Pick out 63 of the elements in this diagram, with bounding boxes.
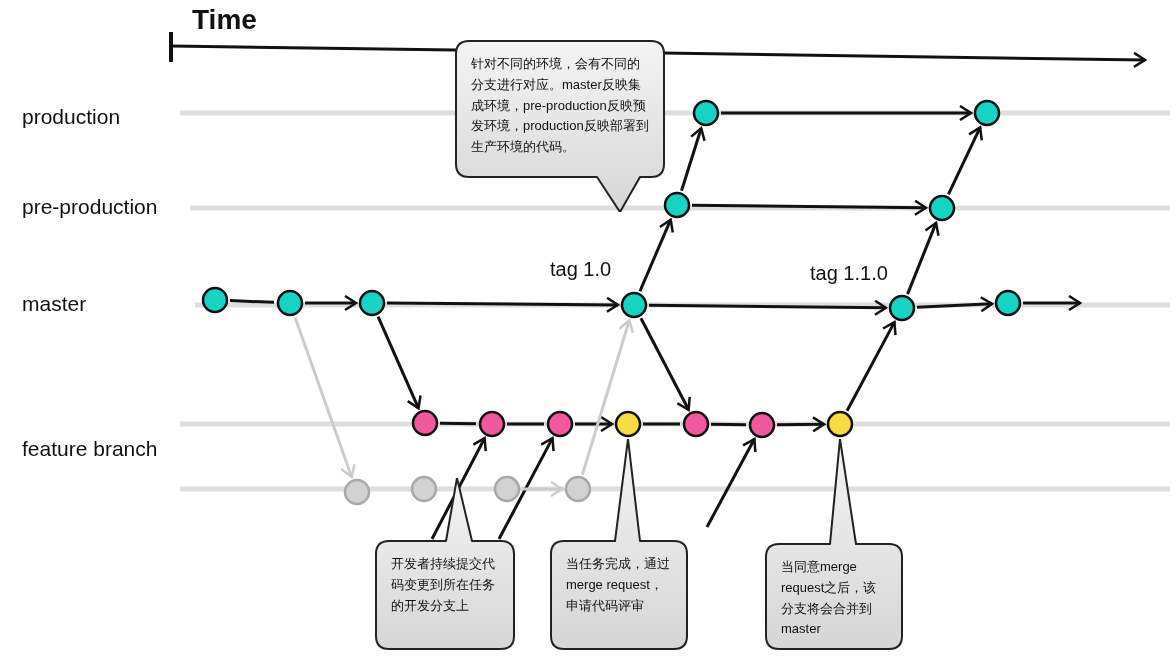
arrow: [776, 416, 826, 433]
commit-circle: [928, 194, 956, 222]
callout-text: 当任务完成，通过merge request，申请代码评审: [566, 555, 671, 615]
arrow: [575, 415, 614, 433]
commit-circle: [748, 411, 776, 439]
commit-circle: [682, 410, 710, 438]
commit-circle: [620, 291, 648, 319]
arrow: [376, 316, 422, 410]
connector-line: [229, 299, 275, 304]
arrow: [916, 296, 994, 313]
speech-bubble: [455, 40, 665, 212]
speech-bubble: [550, 439, 688, 650]
connector-line: [643, 422, 680, 426]
commit-circle: [546, 410, 574, 438]
arrow: [680, 127, 706, 192]
arrow: [497, 436, 555, 540]
arrow: [293, 316, 356, 479]
commit-circle: [493, 475, 521, 503]
arrow: [638, 218, 674, 292]
speech-bubble: [375, 478, 515, 650]
commit-circle: [343, 478, 371, 506]
callout-text: 开发者持续提交代码变更到所在任务的开发分支上: [391, 555, 496, 615]
commit-circle: [663, 191, 691, 219]
branch-label: feature branch: [22, 437, 158, 461]
commit-circle: [478, 410, 506, 438]
arrow: [906, 221, 940, 295]
commit-circle: [614, 410, 642, 438]
tag-label: tag 1.1.0: [810, 262, 888, 285]
commit-circle: [358, 289, 386, 317]
arrow: [947, 126, 983, 196]
connector-line: [439, 421, 477, 426]
callout-text: 当同意merge request之后，该分支将会合并到master: [781, 558, 878, 639]
branch-label: production: [22, 105, 121, 129]
axis-title: Time: [192, 4, 257, 36]
commit-circle: [692, 99, 720, 127]
callout-text: 针对不同的环境，会有不同的分支进行对应。master反映集成环境，pre-production反映预发环境，production反映部署到生产环境的代码。: [471, 55, 649, 157]
connector-line: [710, 422, 747, 427]
arrow: [305, 294, 358, 312]
arrow: [721, 104, 973, 122]
commit-circle: [201, 286, 229, 314]
arrow: [649, 299, 888, 316]
commit-circle: [994, 289, 1022, 317]
arrow: [1023, 294, 1082, 312]
commit-circle: [973, 99, 1001, 127]
branch-label: pre-production: [22, 195, 158, 219]
arrow: [430, 436, 487, 540]
arrow: [845, 320, 897, 412]
commit-circle: [411, 409, 439, 437]
arrow: [522, 480, 564, 498]
tag-label: tag 1.0: [550, 258, 612, 281]
commit-circle: [826, 410, 854, 438]
commit-circle: [276, 289, 304, 317]
connector-line: [507, 422, 544, 426]
arrow: [639, 317, 691, 412]
arrow: [387, 296, 620, 314]
commit-circle: [888, 294, 916, 322]
speech-bubble: [765, 439, 903, 650]
arrow: [580, 319, 635, 476]
branch-label: master: [22, 292, 87, 316]
arrow: [705, 437, 757, 528]
commit-circle: [564, 475, 592, 503]
arrow: [692, 199, 928, 216]
commit-circle: [410, 475, 438, 503]
